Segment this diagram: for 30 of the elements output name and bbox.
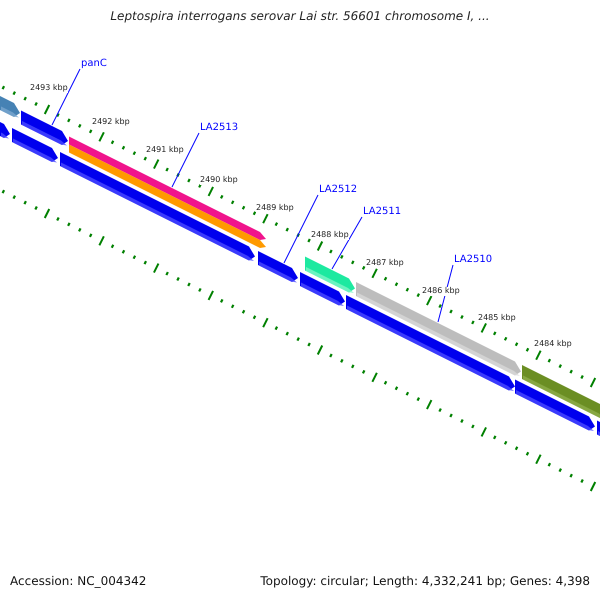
scale-label: 2484 kbp <box>534 340 572 349</box>
leader-line <box>332 216 362 270</box>
scale-label: 2485 kbp <box>478 314 516 323</box>
gene-bar <box>522 365 600 418</box>
leader-line <box>438 264 454 322</box>
gene-label: LA2513 <box>200 122 238 133</box>
scale-label: 2488 kbp <box>311 231 349 240</box>
scale-label: 2486 kbp <box>422 287 460 296</box>
scale-label: 2487 kbp <box>366 259 404 268</box>
gene-bar <box>0 122 10 138</box>
gene-bar <box>258 251 298 282</box>
footer-text: Accession: NC_004342 <box>10 575 146 588</box>
gene-bar <box>597 420 600 436</box>
scale-label: 2492 kbp <box>92 118 130 127</box>
gene-label: LA2511 <box>363 206 402 217</box>
scale-label: 2491 kbp <box>146 146 184 155</box>
gene-label: LA2512 <box>319 184 358 195</box>
gene-bar <box>0 96 20 118</box>
gene-label: panC <box>81 58 107 69</box>
leader-line <box>52 68 80 126</box>
title: Leptospira interrogans serovar Lai str. 56601 chromosome I, ... <box>109 10 491 24</box>
footer-text: Topology: circular; Length: 4,332,241 bp; Genes: 4,398 <box>260 575 590 588</box>
gene-bar <box>305 256 355 293</box>
leader-line <box>172 132 200 188</box>
scale-label: 2490 kbp <box>200 176 238 185</box>
scale-label: 2493 kbp <box>30 84 68 93</box>
gene-bar <box>21 110 68 146</box>
leader-line <box>284 194 318 264</box>
gene-label: LA2510 <box>454 254 492 265</box>
scale-label: 2489 kbp <box>256 204 294 213</box>
